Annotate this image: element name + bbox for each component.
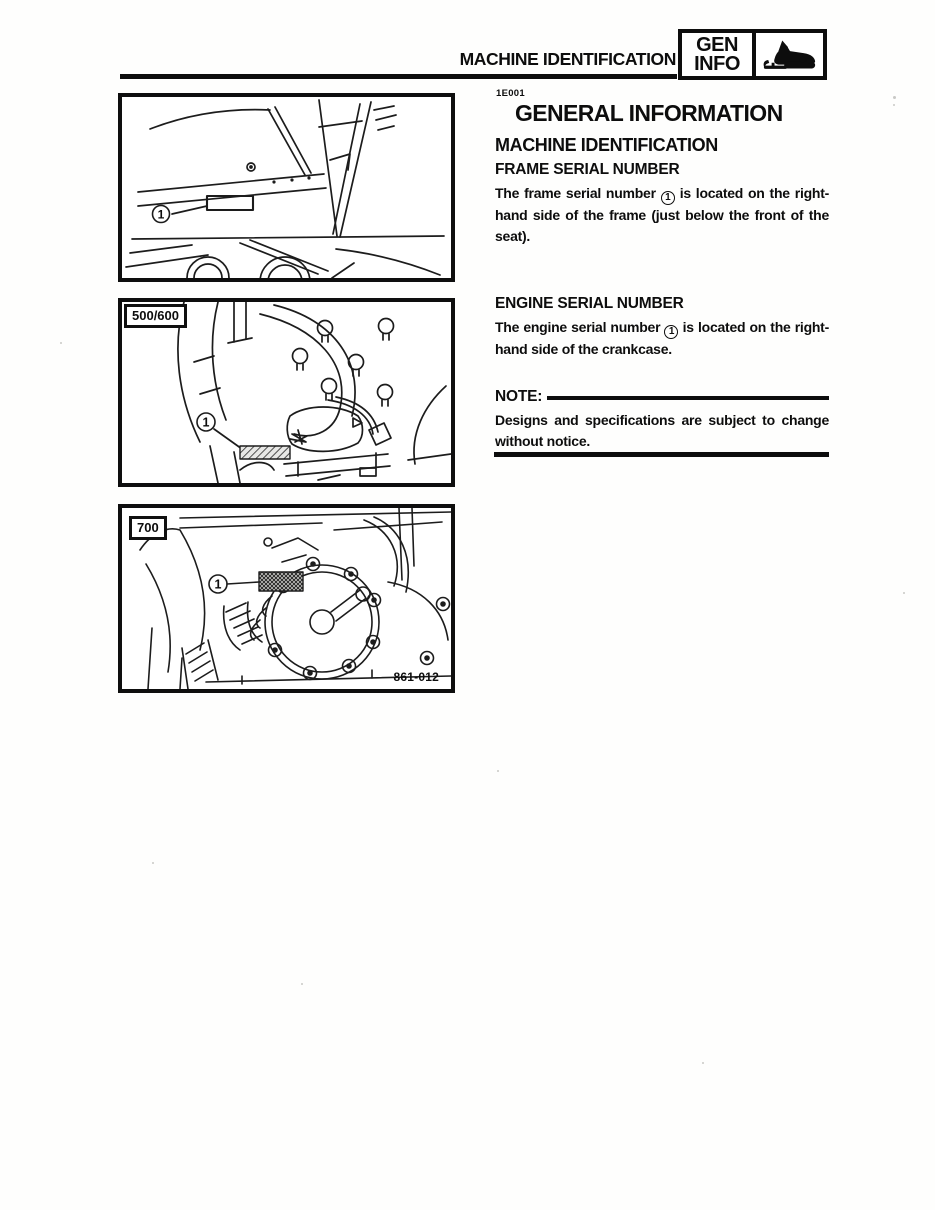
- section-tab-text: GEN INFO: [682, 33, 756, 76]
- main-heading: GENERAL INFORMATION: [515, 100, 783, 126]
- section-end-rule: [494, 452, 829, 457]
- engine-serial-paragraph: The engine serial number 1 is located on…: [495, 317, 829, 360]
- figure-frame-serial-location: 1: [118, 93, 455, 282]
- callout-1-circle: [196, 412, 216, 432]
- scan-speck: [903, 592, 905, 594]
- figure-model-label: 700: [129, 516, 167, 540]
- callout-1-number: 1: [215, 578, 222, 592]
- frame-text-post: is located on the right-hand side of the…: [495, 185, 830, 244]
- engine-text-post: is located on the right-hand side of the…: [495, 319, 830, 357]
- serial-stamp-pad: [239, 445, 291, 460]
- engine-text-pre: The engine serial number: [495, 319, 661, 335]
- engine-700-illustration: 1: [139, 508, 451, 689]
- frame-illustration: 1: [125, 99, 445, 278]
- tab-line1: GEN: [696, 33, 738, 56]
- tab-line2: INFO: [694, 52, 740, 75]
- scan-speck: [301, 983, 303, 985]
- document-code: 1E001: [496, 88, 525, 99]
- scan-speck: [60, 342, 62, 344]
- frame-serial-paragraph: The frame serial number 1 is located on …: [495, 183, 829, 247]
- callout-1-circle: [208, 574, 228, 594]
- callout-1-marker: 1: [664, 325, 679, 339]
- snowmobile-icon: [756, 33, 823, 76]
- note-label: NOTE:: [495, 388, 543, 405]
- figure-engine-serial-700: 1 700 861-012: [118, 504, 455, 693]
- header-rule: [120, 74, 677, 79]
- serial-plate: [205, 194, 255, 212]
- engine-500-600-illustration: 1: [177, 302, 451, 483]
- scan-speck: [152, 862, 154, 864]
- callout-1-number: 1: [203, 416, 210, 430]
- figure-model-label: 500/600: [124, 304, 187, 328]
- scan-speck: [702, 1062, 704, 1064]
- serial-stamp-pad: [258, 571, 304, 592]
- note-header: NOTE:: [495, 388, 829, 406]
- note-rule: [547, 396, 829, 400]
- section-tab: GEN INFO: [678, 29, 827, 80]
- section-heading: MACHINE IDENTIFICATION: [495, 135, 718, 155]
- callout-1-marker: 1: [660, 191, 675, 205]
- callout-1-circle: [151, 204, 171, 224]
- page-header-title: MACHINE IDENTIFICATION: [459, 49, 677, 69]
- callout-1-number: 1: [158, 208, 165, 222]
- figure-reference-code: 861-012: [393, 670, 439, 684]
- engine-serial-heading: ENGINE SERIAL NUMBER: [495, 295, 684, 312]
- frame-text-pre: The frame serial number: [495, 185, 656, 201]
- note-paragraph: Designs and specifications are subject t…: [495, 412, 829, 449]
- scan-speck: [497, 770, 499, 772]
- scan-speck: [893, 96, 896, 99]
- frame-serial-heading: FRAME SERIAL NUMBER: [495, 161, 680, 178]
- scan-speck: [893, 104, 895, 106]
- figure-engine-serial-500-600: 1 500/600: [118, 298, 455, 487]
